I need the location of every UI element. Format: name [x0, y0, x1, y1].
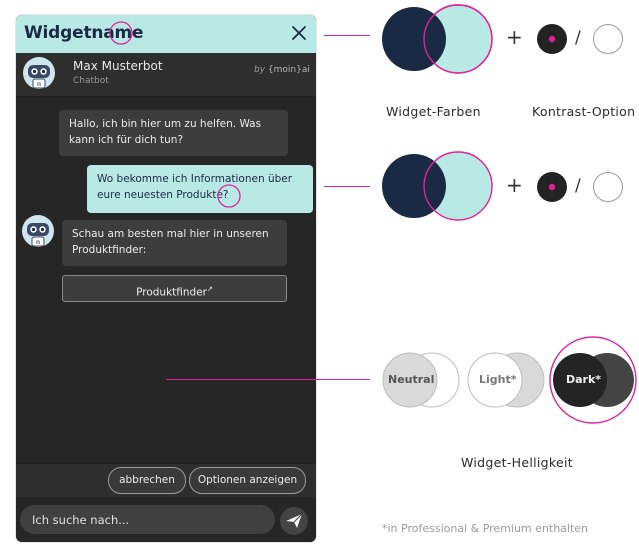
chat-widget: Widgetname m Max Musterbot Chatbot by {m…: [16, 15, 316, 542]
bot-avatar: m: [23, 57, 55, 89]
widget-colors-swatch: [382, 4, 493, 74]
slash-separator: /: [575, 176, 581, 196]
svg-text:m: m: [36, 239, 40, 246]
plus-sign: +: [506, 25, 523, 49]
slash-separator: /: [575, 28, 581, 48]
brightness-light-option[interactable]: Light*: [479, 373, 517, 386]
connector-line: [324, 186, 370, 187]
powered-by: by {moin}ai: [254, 65, 310, 75]
bot-message: Hallo, ich bin hier um zu helfen. Was ka…: [59, 110, 288, 156]
bot-profile-bar: [16, 53, 316, 97]
widget-header: [16, 15, 316, 53]
brand-logo: {moin}ai: [267, 65, 310, 75]
highlight-circle: [217, 184, 241, 208]
highlight-circle: [109, 21, 133, 45]
external-link-icon: ↗: [207, 285, 213, 293]
paper-plane-icon: [286, 513, 303, 528]
close-icon[interactable]: [290, 24, 308, 42]
produktfinder-label: Produktfinder: [136, 286, 207, 299]
bot-avatar-small: m: [22, 215, 54, 247]
robot-icon: m: [28, 65, 50, 89]
widget-brightness-label: Widget-Helligkeit: [461, 455, 573, 470]
contrast-option-label: Kontrast-Option: [532, 104, 636, 119]
contrast-option-swatch: [537, 172, 623, 202]
user-message: Wo bekomme ich Informationen über eure n…: [87, 165, 313, 213]
produktfinder-button[interactable]: Produktfinder↗: [62, 275, 287, 302]
widget-colors-swatch: [382, 151, 493, 221]
contrast-option-swatch: [537, 24, 623, 54]
abort-button[interactable]: abbrechen: [108, 467, 186, 494]
bot-role: Chatbot: [73, 76, 109, 86]
send-button[interactable]: [280, 507, 308, 535]
widget-colors-label: Widget-Farben: [386, 104, 481, 119]
widget-title: Widgetname: [24, 23, 144, 43]
connector-line: [166, 379, 370, 380]
show-options-button[interactable]: Optionen anzeigen: [189, 467, 306, 494]
bot-name: Max Musterbot: [73, 59, 163, 73]
bot-message: Schau am besten mal hier in unseren Prod…: [62, 220, 287, 266]
brightness-neutral-option[interactable]: Neutral: [388, 373, 435, 386]
plus-sign: +: [506, 173, 523, 197]
brightness-swatches: [382, 336, 637, 424]
svg-text:m: m: [37, 81, 41, 88]
powered-by-prefix: by: [254, 65, 266, 75]
robot-icon: m: [27, 223, 49, 247]
plan-footnote: *in Professional & Premium enthalten: [382, 522, 589, 535]
brightness-dark-option[interactable]: Dark*: [566, 373, 602, 386]
connector-line: [324, 35, 370, 36]
message-input[interactable]: [20, 505, 275, 534]
